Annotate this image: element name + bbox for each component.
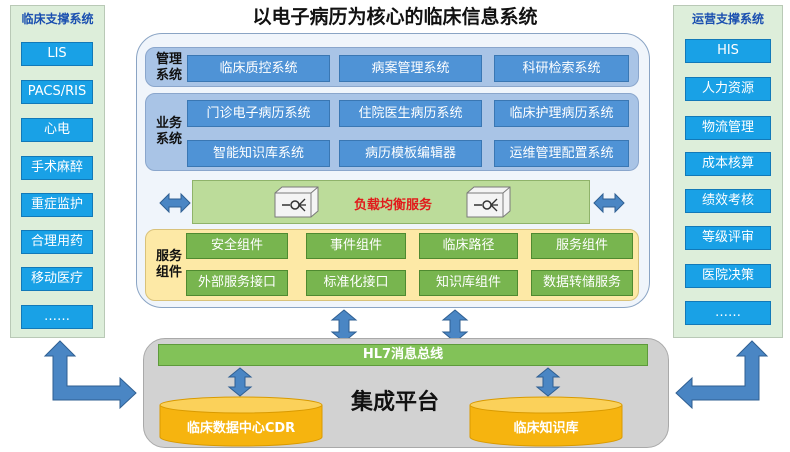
right-item-cost[interactable]: 成本核算 — [685, 152, 771, 176]
page-title: 以电子病历为核心的临床信息系统 — [252, 6, 538, 28]
business-label: 业务 系统 — [148, 116, 190, 148]
right-item-his[interactable]: HIS — [685, 39, 771, 63]
management-label: 管理 系统 — [148, 52, 190, 84]
svc-item-pathway[interactable]: 临床路径 — [419, 233, 518, 259]
svc-item-standard[interactable]: 标准化接口 — [306, 270, 406, 296]
double-arrow-vertical-icon — [535, 367, 561, 397]
left-panel-title: 临床支撑系统 — [21, 12, 94, 26]
left-item-ecg[interactable]: 心电 — [21, 118, 93, 142]
platform-name: 集成平台 — [350, 390, 439, 415]
svc-item-event[interactable]: 事件组件 — [306, 233, 406, 259]
database-knowledge-label: 临床知识库 — [513, 421, 579, 436]
business-label-line1: 业务 — [155, 116, 182, 131]
service-label-line2: 组件 — [155, 265, 182, 280]
mgmt-item-research[interactable]: 科研检索系统 — [494, 55, 629, 82]
service-label-line1: 服务 — [155, 249, 182, 264]
left-item-icu[interactable]: 重症监护 — [21, 193, 93, 217]
database-cdr-icon — [159, 396, 323, 447]
left-item-pacs[interactable]: PACS/RIS — [21, 80, 93, 104]
management-panel: 管理 系统 临床质控系统 病案管理系统 科研检索系统 — [145, 47, 639, 87]
biz-item-nursing[interactable]: 临床护理病历系统 — [494, 100, 629, 127]
right-item-more[interactable]: …… — [685, 301, 771, 325]
double-arrow-left-icon — [159, 192, 191, 214]
left-item-more[interactable]: …… — [21, 305, 93, 329]
mgmt-item-quality[interactable]: 临床质控系统 — [187, 55, 330, 82]
svc-item-dump[interactable]: 数据转储服务 — [531, 270, 633, 296]
right-item-logistics[interactable]: 物流管理 — [685, 116, 771, 140]
right-item-performance[interactable]: 绩效考核 — [685, 189, 771, 213]
left-support-panel: 临床支撑系统 LIS PACS/RIS 心电 手术麻醉 重症监护 合理用药 移动… — [10, 5, 105, 338]
right-support-panel: 运营支撑系统 HIS 人力资源 物流管理 成本核算 绩效考核 等级评审 医院决策… — [673, 5, 783, 338]
svc-item-security[interactable]: 安全组件 — [186, 233, 288, 259]
biz-item-inpatient[interactable]: 住院医生病历系统 — [339, 100, 482, 127]
left-item-anesthesia[interactable]: 手术麻醉 — [21, 156, 93, 180]
business-label-line2: 系统 — [155, 132, 182, 147]
svc-item-external[interactable]: 外部服务接口 — [186, 270, 288, 296]
svc-item-knowledge[interactable]: 知识库组件 — [419, 270, 518, 296]
service-panel: 服务 组件 安全组件 事件组件 临床路径 服务组件 外部服务接口 标准化接口 知… — [145, 229, 639, 301]
mgmt-item-records[interactable]: 病案管理系统 — [339, 55, 482, 82]
load-balancer-device-right — [466, 186, 511, 218]
biz-item-ops[interactable]: 运维管理配置系统 — [494, 140, 629, 167]
business-panel: 业务 系统 门诊电子病历系统 住院医生病历系统 临床护理病历系统 智能知识库系统… — [145, 93, 639, 171]
biz-item-knowledge[interactable]: 智能知识库系统 — [187, 140, 330, 167]
right-item-decision[interactable]: 医院决策 — [685, 264, 771, 288]
database-knowledge-icon — [469, 396, 623, 447]
double-arrow-vertical-icon — [227, 367, 253, 397]
management-label-line2: 系统 — [155, 68, 182, 83]
right-panel-title: 运营支撑系统 — [691, 12, 764, 26]
biz-item-template[interactable]: 病历模板编辑器 — [339, 140, 482, 167]
left-item-mobile[interactable]: 移动医疗 — [21, 267, 93, 291]
right-item-hr[interactable]: 人力资源 — [685, 77, 771, 101]
hl7-message-bus: HL7消息总线 — [158, 344, 648, 366]
bent-double-arrow-left-icon — [43, 340, 137, 410]
right-item-grading[interactable]: 等级评审 — [685, 226, 771, 250]
left-item-lis[interactable]: LIS — [21, 42, 93, 66]
database-cdr-label: 临床数据中心CDR — [186, 421, 296, 436]
double-arrow-right-icon — [593, 192, 625, 214]
svc-item-service[interactable]: 服务组件 — [531, 233, 633, 259]
bent-double-arrow-right-icon — [675, 340, 769, 410]
biz-item-outpatient[interactable]: 门诊电子病历系统 — [187, 100, 330, 127]
load-balancer-device-left — [274, 186, 319, 218]
management-label-line1: 管理 — [155, 52, 182, 67]
load-balance-label: 负载均衡服务 — [353, 198, 432, 213]
service-label: 服务 组件 — [148, 249, 190, 281]
load-balance-band: 负载均衡服务 — [192, 180, 590, 224]
left-item-medication[interactable]: 合理用药 — [21, 230, 93, 254]
